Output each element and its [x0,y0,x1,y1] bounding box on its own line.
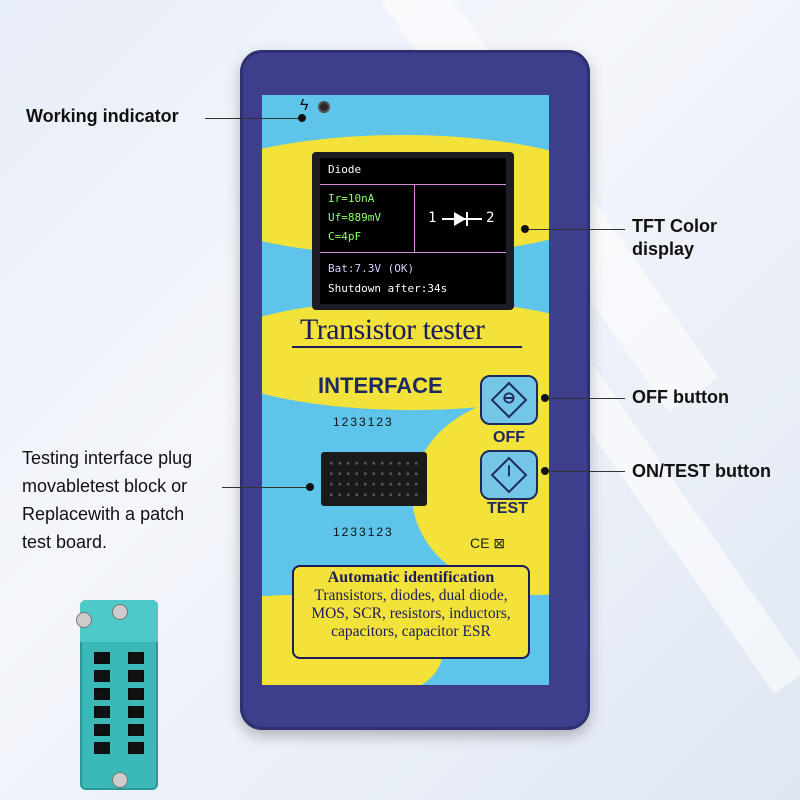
screw-icon [112,772,128,788]
test-block [76,600,158,790]
pin-numbers-bottom: 1233123 [333,525,394,539]
callout-line [545,471,625,472]
screw-icon [76,612,92,628]
callout-dot [298,114,306,122]
pin-slot [94,724,110,736]
display-ir: Ir=10nA [328,192,375,205]
working-indicator-led [318,101,330,113]
title-underline [292,346,522,348]
diode-pin-2: 2 [486,210,495,226]
pin-slot [94,742,110,754]
callout-dot [306,483,314,491]
lightning-icon: ϟ [300,97,309,114]
display-uf: Uf=889mV [328,211,381,224]
pin-slot [128,688,144,700]
callout-line [205,118,305,119]
testing-label-line1: Testing interface plug [22,448,193,468]
tft-label-line1: TFT Color [632,216,717,236]
display-c: C=4pF [328,230,362,243]
off-label: OFF [493,429,525,446]
callout-dot [541,467,549,475]
pin-slot [94,688,110,700]
pin-slot [94,652,110,664]
display-divider [320,184,506,185]
tft-display: Diode Ir=10nA Uf=889mV C=4pF 1 2 Bat:7.3… [320,158,506,304]
test-label: TEST [487,500,528,517]
socket-holes [327,458,421,500]
callout-line [525,229,625,230]
on-test-button-label: ON/TEST button [632,461,771,481]
display-battery: Bat:7.3V (OK) [328,262,415,275]
pin-numbers-top: 1233123 [333,415,394,429]
callout-dot [521,225,529,233]
testing-label-line3: Replacewith a patch [22,504,185,524]
callout-line [222,487,310,488]
diode-pin-1: 1 [428,210,437,226]
diode-symbol-icon [442,212,482,226]
display-divider [414,184,415,252]
interface-label: INTERFACE [318,373,443,398]
auto-line: capacitors, capacitor ESR [331,623,491,640]
pin-slot [94,706,110,718]
callout-line [545,398,625,399]
pin-slot [94,670,110,682]
display-divider [320,252,506,253]
pin-slot [128,652,144,664]
pin-slot [128,724,144,736]
display-mode: Diode [328,163,362,176]
auto-line: MOS, SCR, resistors, inductors, [311,605,511,622]
pin-slot [128,742,144,754]
pin-slot [128,670,144,682]
pin-slot [128,706,144,718]
power-on-icon: ⏽ [502,463,516,480]
auto-identification-box: Automatic identification Transistors, di… [292,565,530,659]
testing-label-line2: movabletest block or [22,476,188,496]
auto-line: Transistors, diodes, dual diode, [314,587,508,604]
working-indicator-label: Working indicator [26,106,179,126]
screw-icon [112,604,128,620]
test-button[interactable]: ⏽ [480,450,538,500]
auto-heading: Automatic identification [327,569,495,586]
device-title: Transistor tester [300,313,485,346]
certification-marks: CE ⊠ [470,535,506,551]
tft-label-line2: display [632,239,695,259]
power-off-icon: ⊖ [502,390,516,407]
display-shutdown: Shutdown after:34s [328,282,448,295]
callout-dot [541,394,549,402]
testing-label-line4: test board. [22,532,108,552]
off-button[interactable]: ⊖ [480,375,538,425]
off-button-label: OFF button [632,387,729,407]
